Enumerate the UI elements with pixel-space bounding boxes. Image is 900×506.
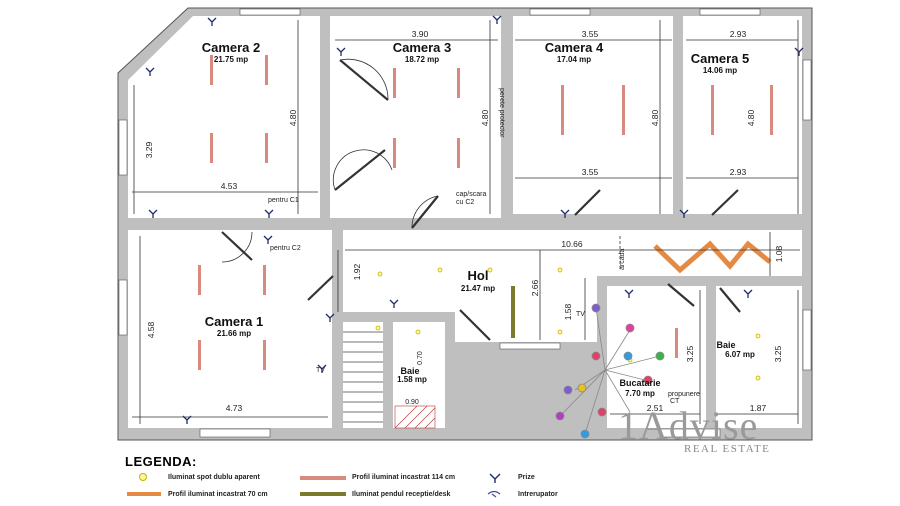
dim-label: 0.70 (417, 351, 424, 365)
note-tv-2: TV (576, 311, 585, 318)
room-hol (343, 230, 802, 342)
note-propunere: propunere (668, 391, 700, 398)
note-tv-1: TV (316, 367, 325, 374)
note-perete-protector: perete protector (498, 88, 505, 138)
room-area-baie-right: 6.07 mp (725, 350, 755, 359)
note-pentru-c1: pentru C1 (268, 197, 299, 204)
switch-icon (487, 490, 501, 498)
dim-label: 4.53 (221, 181, 238, 191)
dim-label: 1.92 (352, 263, 362, 280)
room-area-bucatarie: 7.70 mp (625, 389, 655, 398)
dim-label: 1.58 (563, 303, 573, 320)
legend-profile114-icon (300, 476, 346, 480)
doors (221, 58, 741, 341)
legend-intrerupator-label: Intrerupator (518, 491, 558, 498)
dim-label: 3.90 (412, 29, 429, 39)
dim-label: 1.08 (774, 245, 784, 262)
brand-logo: 1Advise (618, 403, 759, 448)
legend-profile70-icon (127, 492, 161, 496)
room-area-camera5: 14.06 mp (703, 66, 737, 75)
legend-spot-icon (139, 473, 147, 481)
dim-label: 3.55 (582, 167, 599, 177)
dim-label: 4.80 (650, 109, 660, 126)
legend-title: LEGENDA: (125, 454, 197, 469)
room-title-camera4: Camera 4 (545, 40, 604, 55)
room-camera3 (330, 16, 501, 218)
sockets (145, 15, 804, 424)
room-title-baie-right: Baie (716, 340, 735, 350)
room-baie-small (393, 322, 445, 428)
room-baie-right (716, 286, 802, 428)
legend-profile70-label: Profil iluminat incastrat 70 cm (168, 491, 268, 498)
room-title-bucatarie: Bucatarie (619, 378, 660, 388)
legend-pendul-label: Iluminat pendul receptie/desk (352, 491, 451, 498)
dim-label: 10.66 (561, 239, 583, 249)
room-title-hol: Hol (468, 268, 489, 283)
stairs (343, 331, 383, 423)
dim-label: 4.80 (746, 109, 756, 126)
dim-label: 3.25 (685, 345, 695, 362)
room-title-camera5: Camera 5 (691, 51, 750, 66)
dim-label: 1.87 (750, 403, 767, 413)
dim-label: 3.29 (144, 141, 154, 158)
room-camera2 (128, 16, 320, 218)
dim-label: 2.66 (530, 279, 540, 296)
room-title-camera3: Camera 3 (393, 40, 452, 55)
brand-subtitle: REAL ESTATE (684, 443, 771, 455)
room-camera1 (128, 230, 332, 428)
walls (117, 7, 813, 441)
room-title-camera1: Camera 1 (205, 314, 264, 329)
room-area-baie-small: 1.58 mp (397, 375, 427, 384)
profile-lights (198, 55, 773, 370)
dim-label: 2.93 (730, 29, 747, 39)
room-area-hol: 21.47 mp (461, 284, 495, 293)
room-area-camera2: 21.75 mp (214, 55, 248, 64)
room-stairs (343, 322, 383, 428)
profile-114-zigzag (653, 240, 772, 274)
legend-spot-label: Iluminat spot dublu aparent (168, 474, 260, 481)
pendant-cluster (555, 303, 665, 439)
dim-label: 3.25 (773, 345, 783, 362)
dim-label: 4.80 (288, 109, 298, 126)
note-arcada: arcada (619, 248, 626, 270)
note-cu-c2: cu C2 (456, 199, 474, 206)
legend-pendul-icon (300, 492, 346, 496)
room-camera5 (683, 16, 802, 214)
room-title-camera2: Camera 2 (202, 40, 261, 55)
note-pentru-c2: pentru C2 (270, 245, 301, 252)
dim-label: 0.90 (405, 399, 419, 406)
dimension-lines (132, 20, 800, 424)
socket-icon (489, 473, 501, 483)
room-title-baie-small: Baie (400, 366, 419, 376)
room-area-camera4: 17.04 mp (557, 55, 591, 64)
note-ct: CT (670, 398, 680, 405)
room-area-camera3: 18.72 mp (405, 55, 439, 64)
dim-label: 4.73 (226, 403, 243, 413)
note-cap-scara: cap/scara (456, 191, 486, 198)
windows (118, 8, 812, 438)
dim-label: 2.93 (730, 167, 747, 177)
dim-label: 2.51 (647, 403, 664, 413)
dim-label: 3.55 (582, 29, 599, 39)
spot-lights (375, 267, 761, 381)
legend-prize-label: Prize (518, 474, 535, 481)
shower-hatch (394, 405, 436, 429)
room-camera4 (513, 16, 673, 214)
legend-profile114-label: Profil iluminat incastrat 114 cm (352, 474, 456, 481)
dim-label: 4.80 (480, 109, 490, 126)
dim-label: 4.58 (146, 321, 156, 338)
room-area-camera1: 21.66 mp (217, 329, 251, 338)
